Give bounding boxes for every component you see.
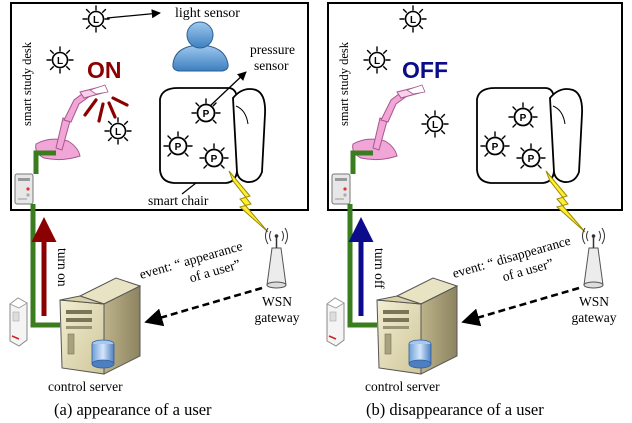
desk-label: smart study desk [20, 41, 34, 126]
power-cable [350, 150, 373, 174]
event-label: event: “ appearance of a user” [138, 237, 252, 298]
pressure-sensor-label: sensor [254, 58, 289, 73]
event-label: event: “ disappearance of a user” [451, 232, 581, 297]
event-arrow [144, 286, 263, 327]
control-server-icon [59, 277, 141, 375]
power-cable [33, 150, 56, 174]
wall-plug-icon [9, 297, 28, 347]
pressure-sensor-symbol: P [175, 142, 182, 153]
light-sensor-symbol: L [432, 120, 438, 131]
light-sensor-symbol: L [410, 15, 416, 26]
wsn-gateway-label: WSN [579, 294, 609, 309]
wsn-gateway-label: gateway [255, 310, 300, 325]
wsn-gateway-label: WSN [262, 294, 292, 309]
wsn-gateway-icon [581, 227, 606, 289]
pressure-sensor-symbol: P [203, 109, 210, 120]
pressure-sensor-symbol: P [528, 154, 535, 165]
pressure-sensor-symbol: P [520, 113, 527, 124]
control-server-label: control server [48, 379, 123, 394]
power-cable [347, 204, 377, 328]
wsn-gateway-label: gateway [572, 310, 617, 325]
panel-disappearance: smart study desk L L L OFF P P P [326, 2, 623, 419]
power-switch-icon [331, 173, 351, 205]
lamp-state-on: ON [87, 57, 122, 83]
smart-chair-icon [476, 87, 583, 184]
light-sensor-symbol: L [93, 15, 99, 26]
pressure-sensor-symbol: P [492, 142, 499, 153]
wsn-gateway-icon [264, 227, 289, 289]
light-sensor-pointer [106, 9, 161, 19]
pressure-sensor-label: pressure [250, 42, 295, 57]
smart-chair-label: smart chair [148, 193, 209, 208]
pressure-sensor-symbol: P [211, 154, 218, 165]
control-server-icon [376, 277, 458, 375]
turn-on-label: turn on [55, 248, 70, 287]
light-sensor-symbol: L [115, 127, 121, 138]
light-sensor-label: light sensor [175, 6, 240, 21]
turn-off-label: turn off [372, 248, 387, 289]
panel-appearance: smart study desk L L L light sensor ON P [9, 2, 309, 419]
pressure-sensor-pointer [209, 71, 247, 107]
smart-chair-icon [159, 87, 266, 184]
event-arrow [461, 286, 580, 327]
lamp-state-off: OFF [402, 57, 448, 83]
light-sensor-symbol: L [57, 56, 63, 67]
power-cable [30, 204, 60, 328]
power-switch-icon [14, 173, 34, 205]
smart-chair-pointer [181, 182, 197, 195]
lamp-light-rays [83, 96, 129, 123]
control-server-label: control server [365, 379, 440, 394]
desk-label: smart study desk [337, 41, 351, 126]
wall-plug-icon [326, 297, 345, 347]
caption: (a) appearance of a user [54, 400, 212, 419]
caption: (b) disappearance of a user [366, 400, 544, 419]
user-icon [172, 21, 229, 72]
light-sensor-symbol: L [374, 56, 380, 67]
